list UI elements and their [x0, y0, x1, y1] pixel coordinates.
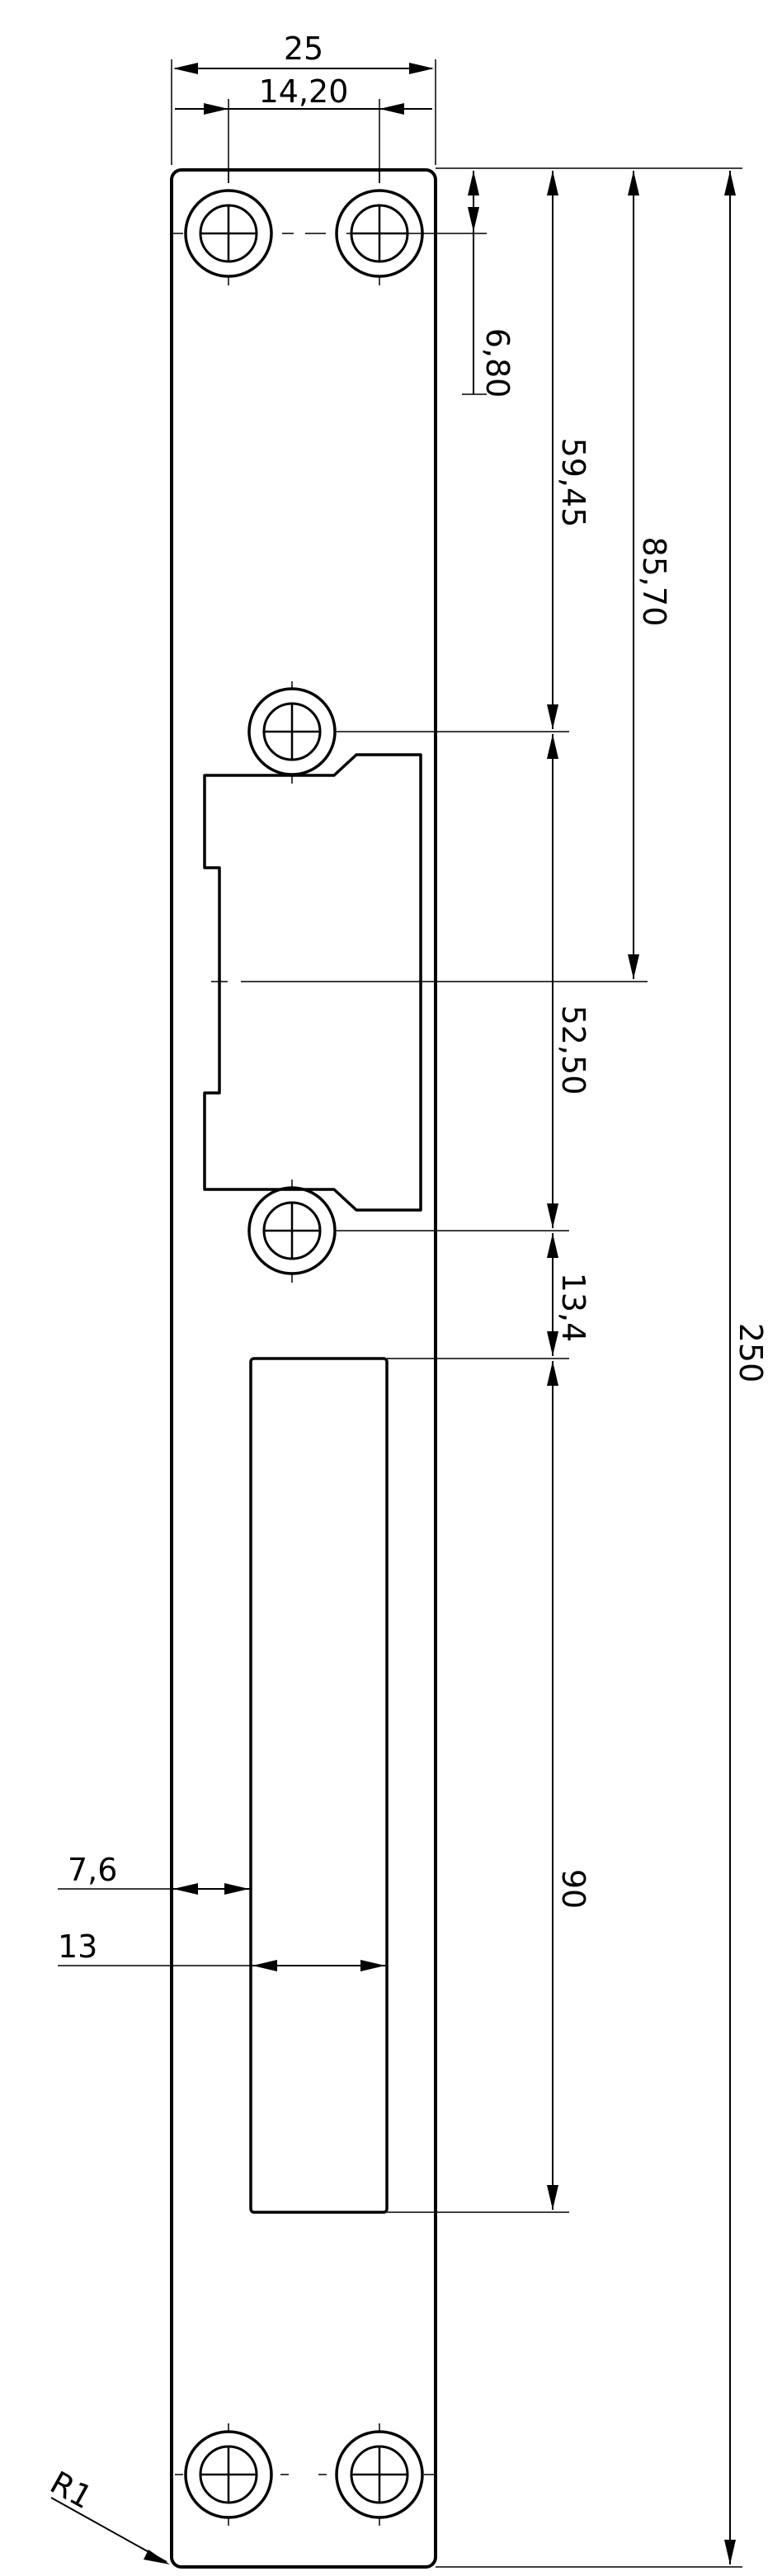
dimension-top-to-center: 85,70 — [628, 171, 672, 979]
label-top-to-center: 85,70 — [636, 537, 672, 627]
dimension-top-hole-offset: 6,80 — [462, 171, 516, 398]
label-slot-offset: 7,6 — [68, 1852, 117, 1888]
label-corner-radius: R1 — [45, 2464, 99, 2516]
hole-bottom-right — [335, 2430, 424, 2519]
label-slot-width: 13 — [58, 1928, 97, 1965]
dimension-slot-offset: 7,6 — [58, 1852, 251, 1895]
hole-upper-middle — [247, 687, 337, 776]
hole-lower-middle — [247, 1186, 337, 1275]
label-lower-hole-to-slot: 13,4 — [555, 1273, 591, 1343]
label-hole-spacing: 14,20 — [259, 73, 349, 110]
dimension-hole-spacing: 14,20 — [175, 73, 432, 183]
hole-centre-marks — [173, 170, 434, 2526]
hole-bottom-left — [184, 2430, 273, 2519]
hole-top-left — [184, 189, 273, 278]
label-upper-to-lower-hole: 52,50 — [555, 1005, 591, 1095]
dimension-overall-length: 250 — [724, 171, 769, 2564]
label-overall-width: 25 — [284, 31, 323, 67]
plate-outline — [170, 168, 437, 2569]
dimension-extension-lines — [337, 167, 742, 2568]
dimension-slot-length: 90 — [547, 1361, 591, 2210]
dimension-overall-width: 25 — [171, 31, 436, 165]
dimension-lower-hole-to-slot: 13,4 — [547, 1233, 591, 1356]
dimension-corner-radius: R1 — [45, 2464, 170, 2564]
latch-cutout — [203, 753, 422, 1212]
dimension-slot-width: 13 — [58, 1928, 387, 1971]
dimension-top-to-upper-hole: 59,45 — [547, 171, 591, 729]
label-top-to-upper-hole: 59,45 — [555, 438, 591, 528]
dimension-upper-to-lower-hole: 52,50 — [547, 734, 591, 1228]
label-top-hole-offset: 6,80 — [479, 328, 516, 398]
label-slot-length: 90 — [555, 1869, 591, 1909]
bolt-slot — [249, 1357, 389, 2214]
label-overall-length: 250 — [733, 1323, 769, 1383]
